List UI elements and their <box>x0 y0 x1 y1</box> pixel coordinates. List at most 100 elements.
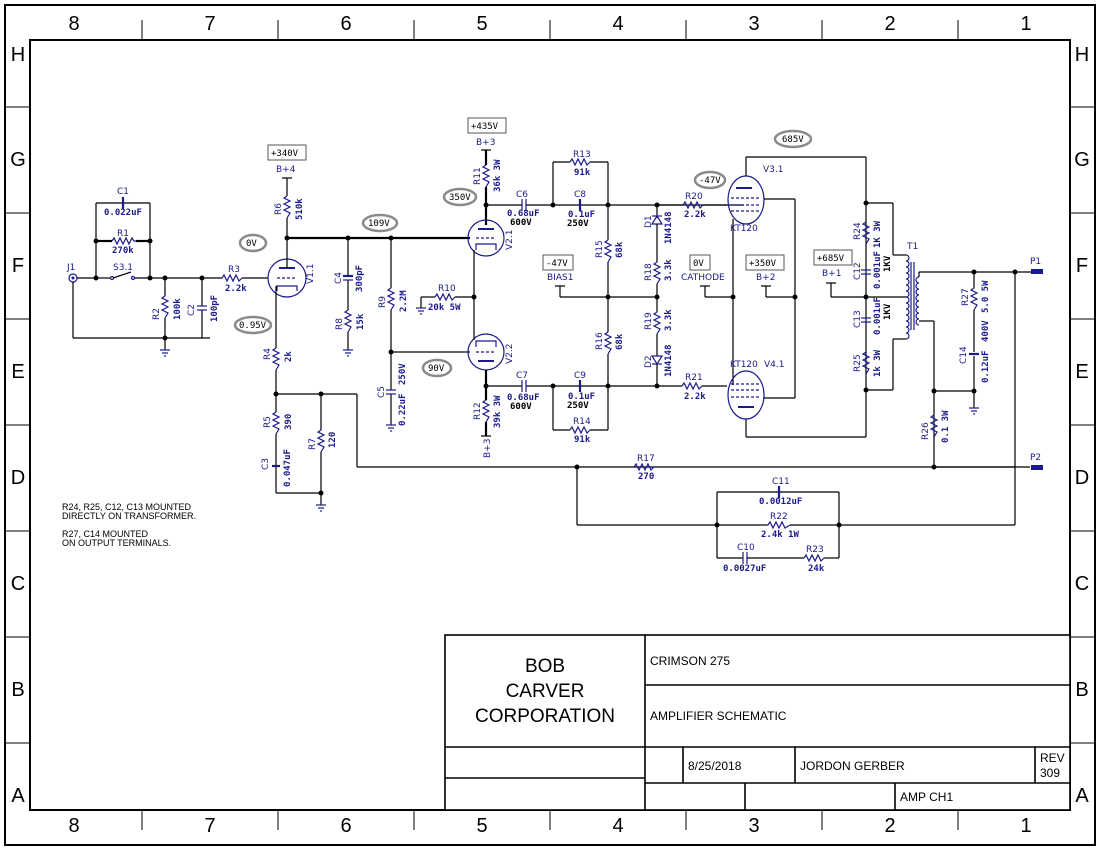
svg-text:R14: R14 <box>573 417 591 427</box>
svg-text:P1: P1 <box>1030 257 1041 267</box>
svg-text:0.12uF: 0.12uF <box>981 350 991 383</box>
svg-text:R10: R10 <box>438 284 456 294</box>
svg-text:0.047uF: 0.047uF <box>283 449 293 487</box>
zone-row-label: D <box>11 467 25 489</box>
zone-row-label: C <box>11 573 25 595</box>
zone-column-label: 2 <box>884 13 895 35</box>
product-name: CRIMSON 275 <box>650 654 730 668</box>
svg-text:100k: 100k <box>173 298 183 320</box>
svg-text:3.3k: 3.3k <box>664 309 674 331</box>
svg-text:R20: R20 <box>685 192 703 202</box>
svg-text:2k: 2k <box>284 351 294 362</box>
svg-text:C2: C2 <box>187 304 197 316</box>
svg-text:0.001uF: 0.001uF <box>873 251 883 289</box>
zone-column-label: 1 <box>1020 815 1031 837</box>
zone-column-label: 5 <box>476 815 487 837</box>
cathode-voltage: 0V <box>693 259 704 269</box>
svg-text:C12: C12 <box>853 262 863 280</box>
svg-text:R27, C14 MOUNTED: R27, C14 MOUNTED <box>62 529 149 539</box>
p2-output-terminal[interactable] <box>1031 465 1043 470</box>
svg-text:P2: P2 <box>1030 453 1041 463</box>
zone-row-label: C <box>1075 573 1089 595</box>
t1-secondary-coil-icon <box>915 276 920 326</box>
svg-text:300pF: 300pF <box>355 265 365 292</box>
svg-text:1N4148: 1N4148 <box>664 211 674 244</box>
svg-text:1KV: 1KV <box>883 255 893 272</box>
svg-text:270: 270 <box>638 472 654 482</box>
svg-text:C5: C5 <box>377 386 387 398</box>
zone-column-label: 4 <box>612 13 623 35</box>
svg-text:R15: R15 <box>595 240 605 258</box>
v2-stage: +435V B+3 R11 36k 3W V2.1 R10 20k 5W V2.… <box>416 117 744 458</box>
svg-text:15k: 15k <box>356 313 366 330</box>
svg-text:20k 5W: 20k 5W <box>428 303 461 313</box>
svg-text:0V: 0V <box>246 239 257 249</box>
svg-text:0.1 3W: 0.1 3W <box>941 410 951 443</box>
svg-text:CATHODE: CATHODE <box>681 273 725 283</box>
svg-text:R25: R25 <box>853 354 863 372</box>
svg-text:R24, R25, C12, C13 MOUNTED: R24, R25, C12, C13 MOUNTED <box>62 502 192 512</box>
svg-text:250V: 250V <box>567 219 589 229</box>
zone-row-label: F <box>12 255 24 277</box>
svg-text:2.2M: 2.2M <box>399 290 409 312</box>
drawn-by: JORDON GERBER <box>800 759 905 773</box>
v1-stage: V1.1 R6 510k +340V B+4 C4 300pF R8 15k R… <box>261 144 1015 512</box>
svg-text:0.1uF: 0.1uF <box>568 210 595 220</box>
svg-text:91k: 91k <box>574 435 591 445</box>
svg-text:R9: R9 <box>378 296 388 308</box>
svg-text:R22: R22 <box>770 512 788 522</box>
zone-column-label: 2 <box>884 815 895 837</box>
svg-text:R11: R11 <box>473 167 483 185</box>
svg-text:R27: R27 <box>961 288 971 306</box>
svg-text:510k: 510k <box>295 198 305 220</box>
svg-text:0.68uF: 0.68uF <box>507 209 540 219</box>
p1-output-terminal[interactable] <box>1031 269 1043 274</box>
title-block: BOB CARVER CORPORATION CRIMSON 275 AMPLI… <box>444 634 1071 811</box>
svg-text:B+3: B+3 <box>476 138 495 148</box>
feedback-network: R17 270 C11 0.0012uF R22 2.4k 1W C10 0.0… <box>574 454 1015 574</box>
zone-row-label: H <box>1075 44 1089 66</box>
svg-text:B+2: B+2 <box>756 273 775 283</box>
svg-text:2.2k: 2.2k <box>684 210 706 220</box>
svg-text:C3: C3 <box>261 458 271 470</box>
svg-text:0.001uF: 0.001uF <box>873 297 883 335</box>
svg-text:ON OUTPUT TERMINALS.: ON OUTPUT TERMINALS. <box>62 538 171 548</box>
zone-column-label: 7 <box>204 13 215 35</box>
svg-text:600V: 600V <box>510 218 532 228</box>
svg-text:91k: 91k <box>574 168 591 178</box>
drawing-title: AMPLIFIER SCHEMATIC <box>650 709 787 723</box>
zone-row-label: A <box>1075 785 1089 807</box>
svg-text:D1: D1 <box>644 215 654 228</box>
v4-pentode-icon <box>727 370 765 420</box>
svg-text:120: 120 <box>328 432 338 448</box>
zone-row-label: B <box>1075 679 1088 701</box>
svg-text:R24: R24 <box>853 222 863 240</box>
svg-text:685V: 685V <box>782 135 804 145</box>
svg-text:R1: R1 <box>117 229 129 239</box>
zone-column-label: 3 <box>748 815 759 837</box>
svg-text:C9: C9 <box>574 371 586 381</box>
svg-text:0.95V: 0.95V <box>239 321 267 331</box>
svg-text:270k: 270k <box>112 246 134 256</box>
svg-text:DIRECTLY ON TRANSFORMER.: DIRECTLY ON TRANSFORMER. <box>62 511 196 521</box>
output-transformer-section: R24 1K 3W C12 0.001uF 1KV +685V B+1 C13 … <box>813 157 1043 525</box>
zone-column-label: 6 <box>340 815 351 837</box>
svg-text:5.0 5W: 5.0 5W <box>981 280 991 313</box>
zone-row-label: B <box>11 679 24 701</box>
bias-voltage: -47V <box>546 259 568 269</box>
svg-text:36k 3W: 36k 3W <box>493 159 503 192</box>
svg-text:1KV: 1KV <box>883 303 893 320</box>
svg-text:R18: R18 <box>644 263 654 281</box>
svg-text:V2.1: V2.1 <box>505 230 515 250</box>
svg-text:V1.1: V1.1 <box>306 264 316 284</box>
svg-text:R12: R12 <box>473 402 483 420</box>
column-ticks <box>141 20 959 830</box>
b3-voltage: +435V <box>471 122 499 132</box>
svg-text:V2.2: V2.2 <box>505 344 515 364</box>
svg-text:KT120: KT120 <box>730 224 758 234</box>
rev-value: 309 <box>1040 766 1060 780</box>
svg-text:R5: R5 <box>263 416 273 428</box>
svg-text:R3: R3 <box>228 265 240 275</box>
zone-row-label: G <box>1074 149 1090 171</box>
svg-text:90V: 90V <box>428 364 445 374</box>
